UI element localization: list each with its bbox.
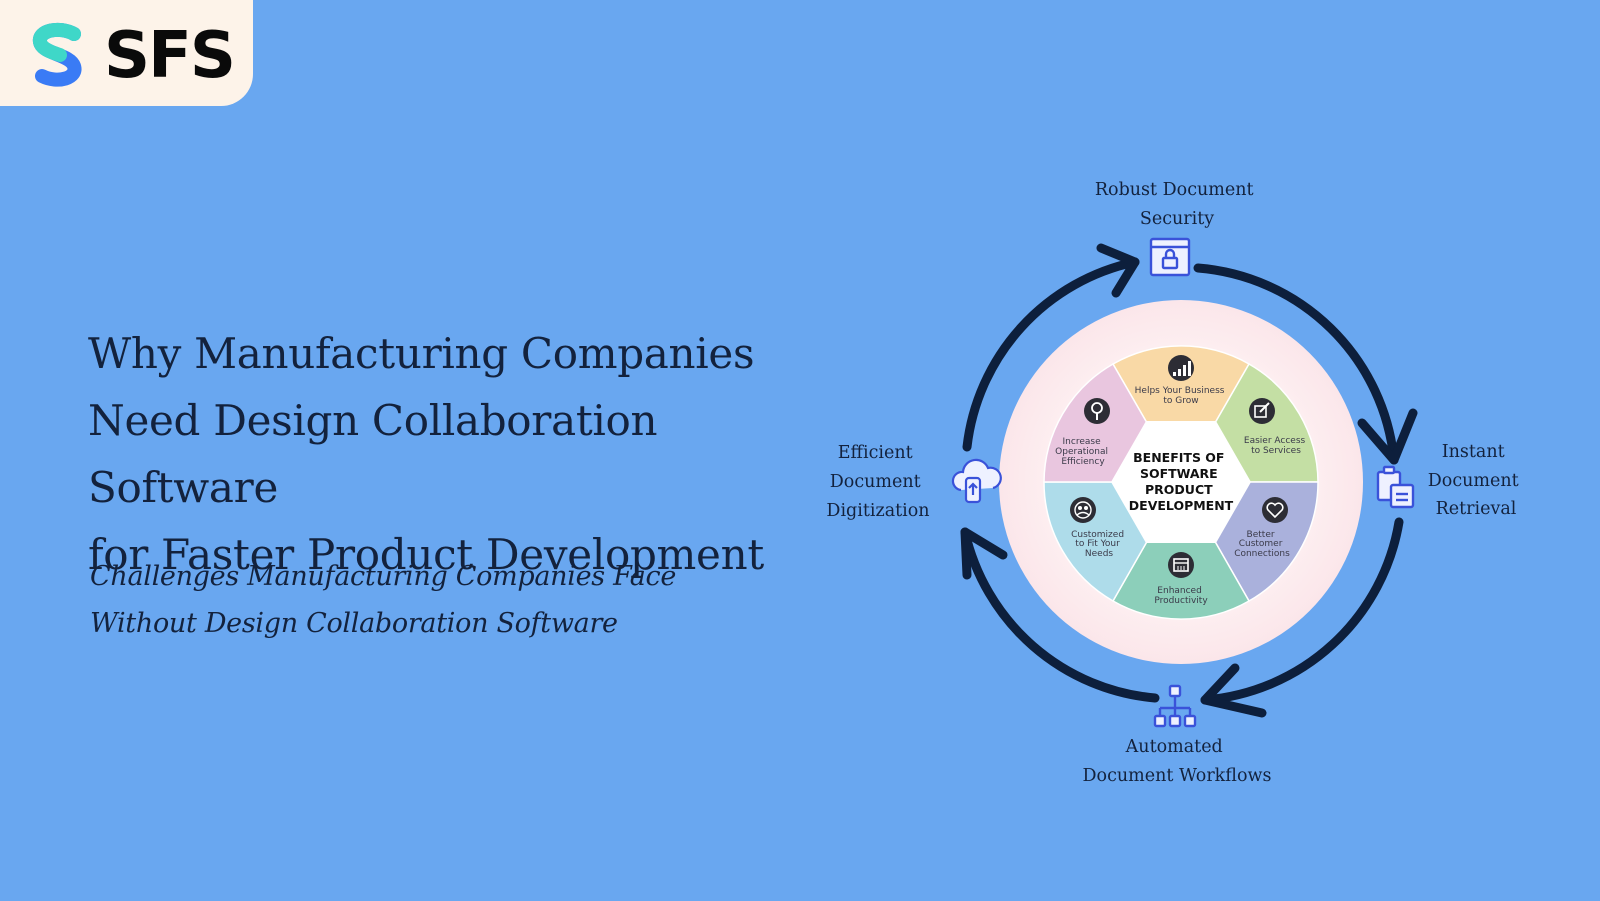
calendar-icon: [1168, 552, 1194, 578]
segment-line: Efficiency: [1061, 457, 1105, 467]
feature-line: Robust Document: [1095, 180, 1254, 200]
segment-line: Customized: [1071, 530, 1124, 540]
hierarchy-icon: [1153, 684, 1197, 728]
bar-chart-icon: [1168, 355, 1194, 381]
title-line: Need Design Collaboration Software: [88, 396, 658, 512]
feature-line: Document: [1428, 471, 1519, 491]
segment-grow: [1111, 345, 1251, 484]
heart-icon: [1262, 497, 1288, 523]
center-line: DEVELOPMENT: [1129, 498, 1234, 513]
logo-s-icon: [33, 22, 82, 87]
team-icon: [1070, 497, 1096, 523]
magnifier-icon: [1084, 398, 1110, 424]
title-line: Why Manufacturing Companies: [88, 329, 755, 378]
feature-label-workflows: Automated Document Workflows: [1083, 737, 1272, 786]
segment-line: Needs: [1085, 549, 1114, 559]
subtitle-line: Without Design Collaboration Software: [90, 608, 618, 639]
cloud-upload-icon: [951, 458, 1002, 504]
segment-line: Increase: [1063, 437, 1102, 447]
feature-label-digitization: Efficient Document Digitization: [826, 443, 929, 521]
arrow-head: [960, 527, 1008, 580]
feature-line: Document: [830, 472, 921, 492]
center-hexagon: [1111, 421, 1251, 543]
feature-line: Efficient: [838, 443, 913, 463]
segment-line: Helps Your Business: [1135, 386, 1225, 396]
arrow-head: [1357, 408, 1418, 465]
center-title: BENEFITS OF SOFTWARE PRODUCT DEVELOPMENT: [1129, 450, 1234, 513]
arrow-bottom-to-left: [960, 527, 1160, 703]
arrow-head: [1096, 243, 1140, 298]
center-line: SOFTWARE: [1140, 466, 1218, 481]
segment-line: Connections: [1234, 549, 1290, 559]
segment-line: to Grow: [1163, 396, 1198, 406]
feature-line: Instant: [1442, 442, 1505, 462]
segment-line: Better: [1247, 530, 1275, 540]
arrow-left-to-top: [962, 257, 1140, 452]
segment-line: Enhanced: [1157, 586, 1202, 596]
segment-line: Operational: [1055, 447, 1108, 457]
edit-icon: [1249, 398, 1275, 424]
lock-icon: [1149, 237, 1191, 277]
segment-line: Easier Access: [1244, 436, 1306, 446]
center-line: BENEFITS OF: [1133, 450, 1224, 465]
segment-label-customized: Customized to Fit Your Needs: [1071, 530, 1127, 559]
segment-label-efficiency: Increase Operational Efficiency: [1055, 437, 1111, 467]
segment-label-productivity: Enhanced Productivity: [1154, 586, 1208, 606]
segment-line: to Fit Your: [1075, 539, 1120, 549]
page-subtitle: Challenges Manufacturing Companies Face …: [90, 553, 790, 647]
feature-label-retrieval: Instant Document Retrieval: [1428, 442, 1524, 519]
title-line: for Faster Product Development: [88, 530, 764, 579]
cycle-arrows: [960, 243, 1418, 718]
feature-line: Retrieval: [1436, 499, 1517, 519]
segment-line: Customer: [1239, 539, 1283, 549]
logo-card: SFS: [0, 0, 253, 106]
feature-line: Document Workflows: [1083, 766, 1272, 786]
feature-label-security: Robust Document Security: [1095, 180, 1259, 229]
center-line: PRODUCT: [1145, 482, 1213, 497]
segment-line: Productivity: [1154, 596, 1208, 606]
segment-label-connections: Better Customer Connections: [1234, 530, 1290, 559]
arrow-top-to-right: [1193, 263, 1399, 465]
page-title: Why Manufacturing Companies Need Design …: [88, 320, 848, 588]
feature-line: Security: [1140, 209, 1214, 229]
arrow-head: [1200, 663, 1267, 718]
segment-productivity: [1111, 480, 1251, 620]
feature-line: Digitization: [826, 501, 929, 521]
arrow-right-to-bottom: [1200, 517, 1404, 705]
segment-label-access: Easier Access to Services: [1244, 436, 1308, 456]
subtitle-line: Challenges Manufacturing Companies Face: [90, 561, 676, 592]
segment-label-grow: Helps Your Business to Grow: [1135, 386, 1228, 406]
feature-line: Automated: [1125, 737, 1223, 757]
clipboard-icon: [1376, 465, 1415, 509]
brand-name: SFS: [104, 19, 236, 93]
segment-line: to Services: [1251, 446, 1301, 456]
